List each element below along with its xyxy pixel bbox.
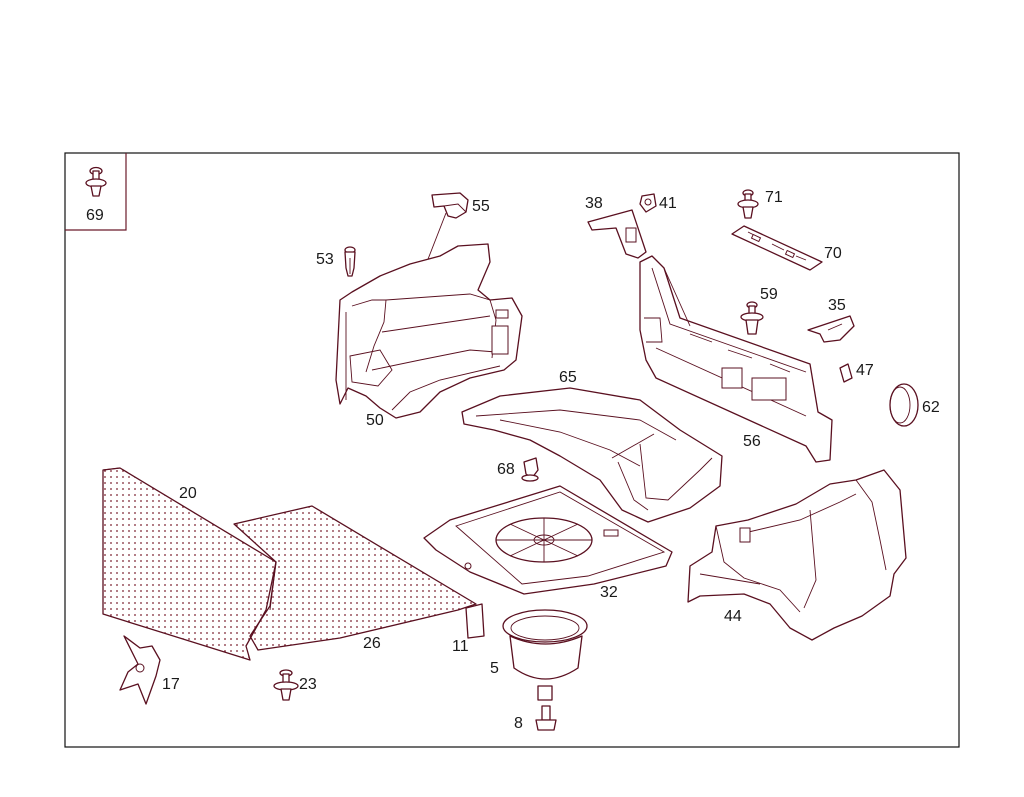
callout-11: 11 [452, 638, 469, 655]
callout-71: 71 [765, 189, 783, 206]
part-5-container [502, 609, 588, 701]
part-8-screw [535, 705, 557, 731]
part-62-plug [889, 383, 919, 427]
callout-69: 69 [86, 207, 104, 224]
part-23-push-pin [273, 669, 299, 701]
part-11-pad [465, 603, 485, 639]
diagram-frame [64, 152, 960, 748]
callout-5: 5 [490, 660, 499, 677]
part-65-floor-insert [461, 387, 723, 523]
part-55-bracket [422, 192, 469, 273]
part-53-push-pin [344, 246, 356, 277]
callout-20: 20 [179, 485, 197, 502]
part-56-rear-panel [639, 255, 833, 463]
callout-41: 41 [659, 195, 677, 212]
callout-55: 55 [472, 198, 490, 215]
callout-38: 38 [585, 195, 603, 212]
part-70-strip [731, 225, 823, 271]
callout-17: 17 [162, 676, 180, 693]
callout-59: 59 [760, 286, 778, 303]
part-26-floor-mat [233, 505, 477, 651]
callout-8: 8 [514, 715, 523, 732]
callout-50: 50 [366, 412, 384, 429]
part-69-clip [85, 166, 107, 197]
callout-68: 68 [497, 461, 515, 478]
callout-70: 70 [824, 245, 842, 262]
callout-26: 26 [363, 635, 381, 652]
inset-box [65, 153, 127, 231]
callout-65: 65 [559, 369, 577, 386]
callout-32: 32 [600, 584, 618, 601]
part-68-fastener [521, 457, 539, 482]
part-44-right-liner [687, 469, 907, 641]
callout-35: 35 [828, 297, 846, 314]
callout-56: 56 [743, 433, 761, 450]
callout-47: 47 [856, 362, 874, 379]
part-35-bracket [807, 315, 855, 343]
part-50-left-side-lining [335, 243, 523, 419]
part-47-clip [839, 363, 853, 383]
part-41-clip [639, 193, 657, 213]
part-59-fastener [740, 301, 764, 335]
part-17-star-clip [119, 635, 161, 705]
callout-53: 53 [316, 251, 334, 268]
callout-23: 23 [299, 676, 317, 693]
part-32-spare-wheel-tray [423, 485, 673, 595]
callout-44: 44 [724, 608, 742, 625]
part-38-trim [587, 209, 647, 259]
callout-62: 62 [922, 399, 940, 416]
part-71-fastener [737, 189, 759, 219]
